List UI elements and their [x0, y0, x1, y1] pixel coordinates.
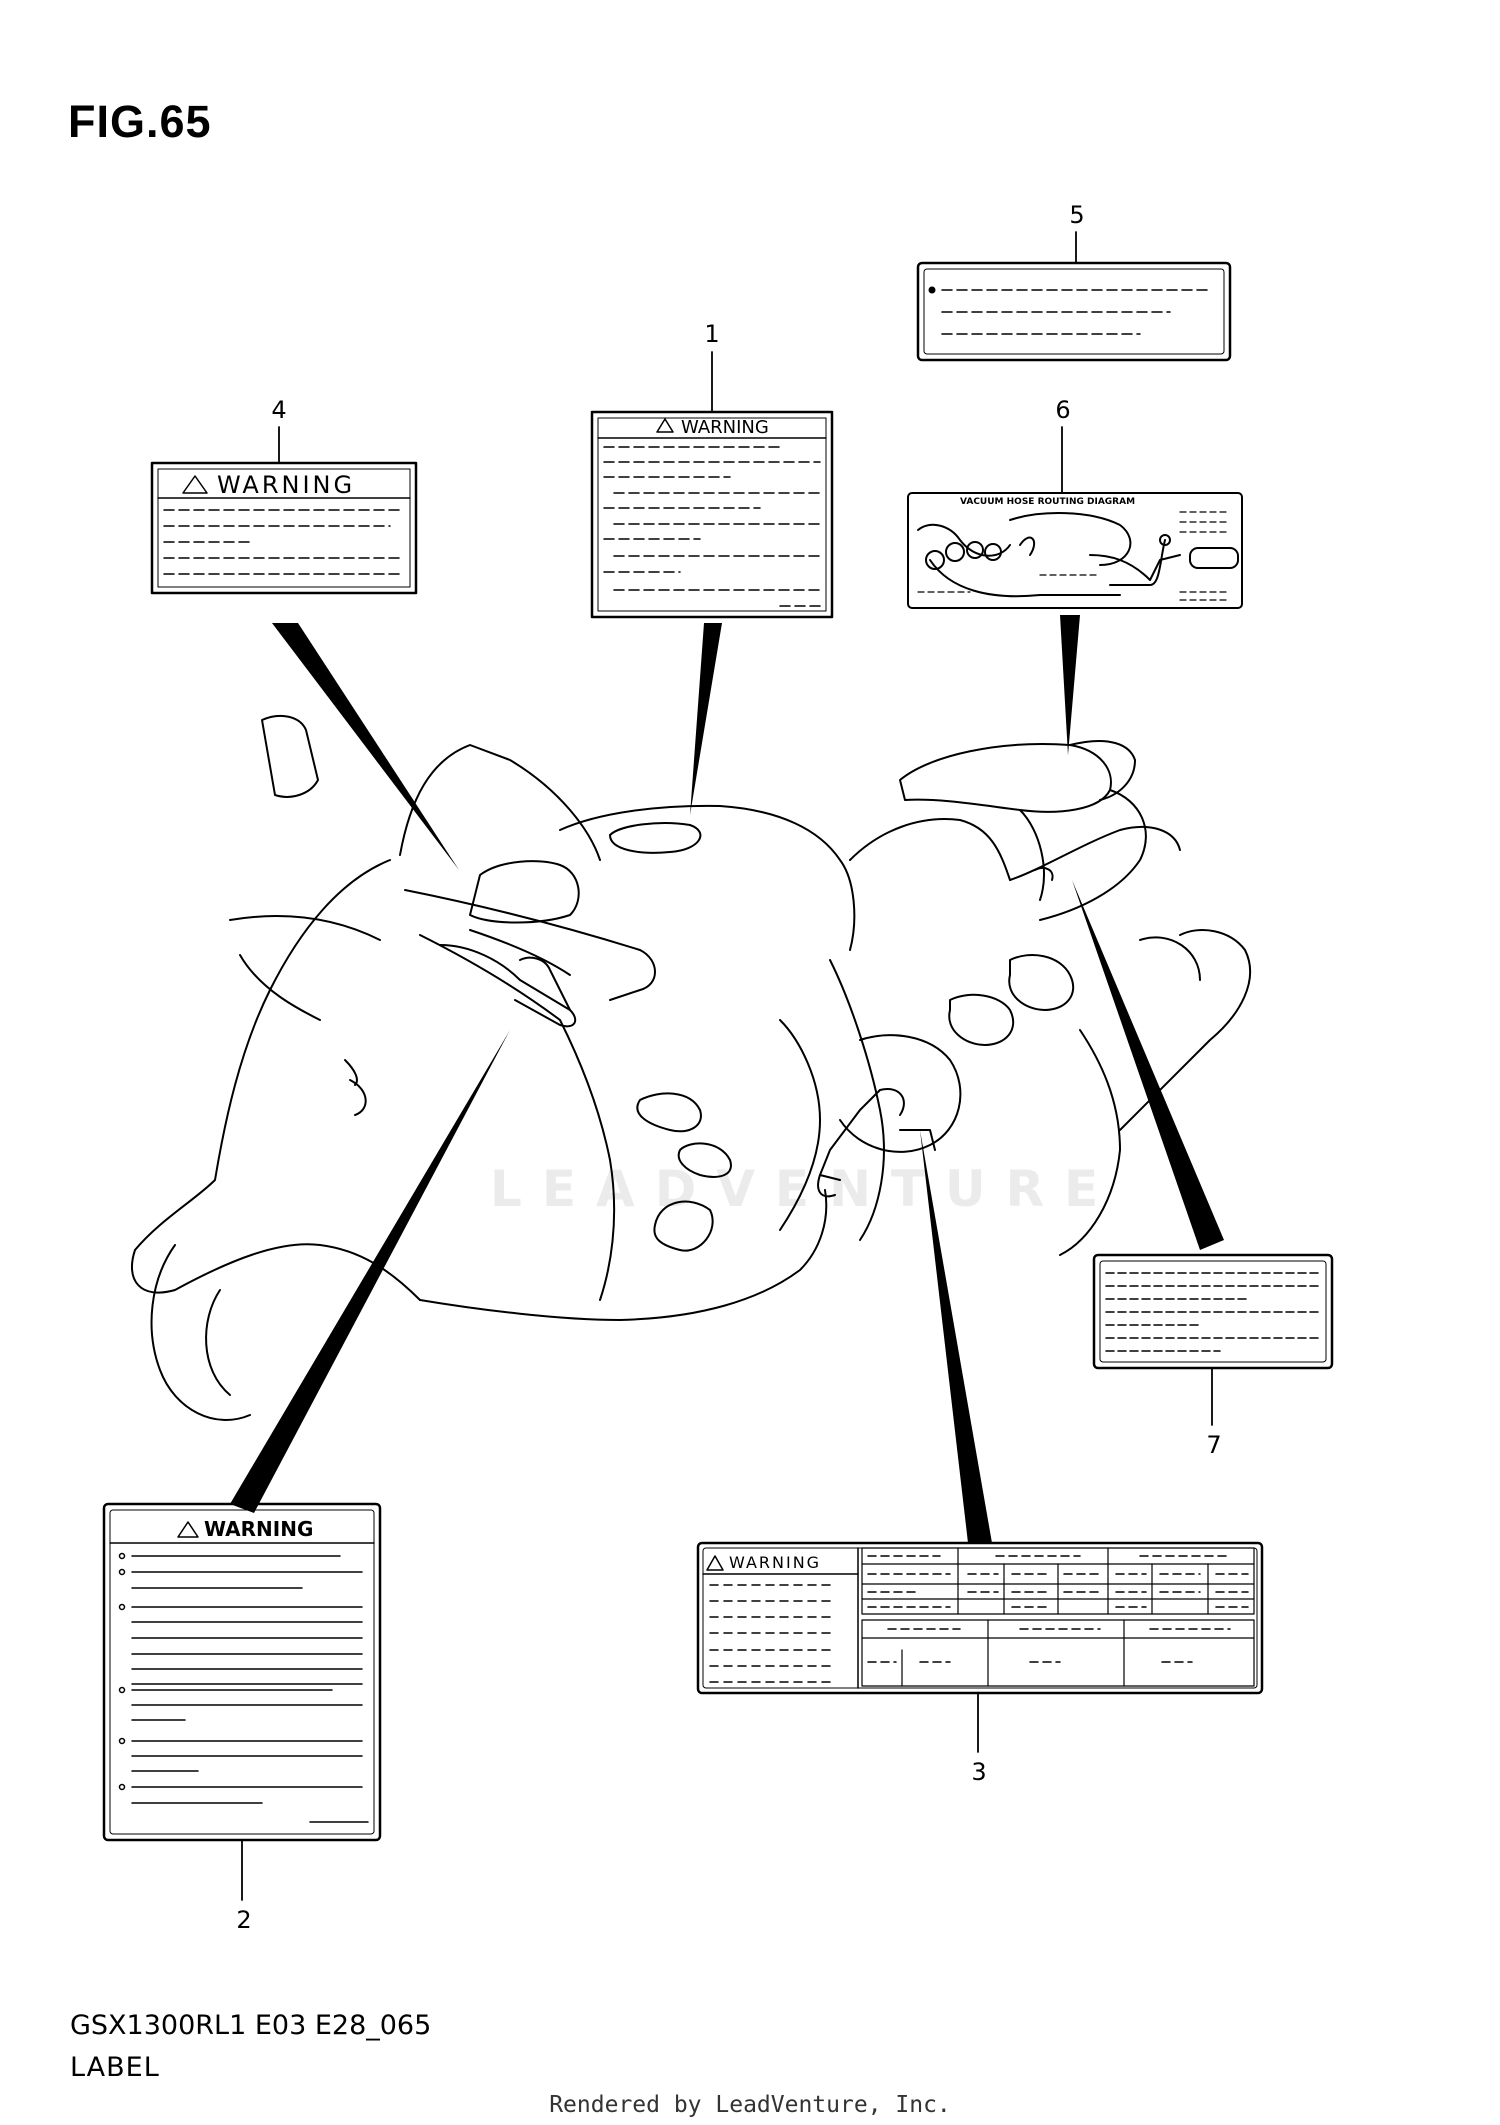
callout-number-1: 1: [704, 320, 719, 348]
section-label: LABEL: [70, 2052, 160, 2083]
leader-3: [920, 1130, 992, 1543]
label-7: [1092, 1253, 1334, 1370]
label-1: [590, 410, 834, 619]
motorcycle-outline: [130, 714, 1251, 1421]
footer-credit: Rendered by LeadVenture, Inc.: [549, 2092, 951, 2118]
leader-7: [1072, 880, 1224, 1250]
callout-number-2: 2: [236, 1906, 251, 1934]
label-4-heading: WARNING: [217, 471, 355, 499]
leader-1: [690, 623, 722, 815]
callout-number-4: 4: [271, 396, 286, 424]
callout-number-7: 7: [1206, 1431, 1221, 1459]
leader-6: [1060, 615, 1080, 755]
label-2-heading: WARNING: [204, 1517, 313, 1541]
label-5: [916, 261, 1232, 362]
leader-4: [272, 623, 459, 870]
leader-pointers: [230, 615, 1224, 1543]
leader-2: [230, 1030, 510, 1513]
label-headings: WARNING WARNING WARNING WARNING VACUUM H…: [204, 417, 1135, 1572]
figure-title: FIG.65: [68, 96, 212, 147]
model-code: GSX1300RL1 E03 E28_065: [70, 2010, 432, 2041]
label-1-heading: WARNING: [681, 417, 769, 438]
label-6-heading: VACUUM HOSE ROUTING DIAGRAM: [960, 497, 1135, 507]
callout-leaders: [241, 231, 1213, 1901]
label-3-heading: WARNING: [729, 1553, 821, 1572]
callout-number-3: 3: [971, 1758, 986, 1786]
label-3: [696, 1541, 1264, 1695]
label-6: [907, 492, 1243, 609]
label-2: [102, 1502, 382, 1842]
callout-numbers: 1 2 3 4 5 6 7: [236, 201, 1221, 1934]
callout-number-6: 6: [1055, 396, 1070, 424]
label-4: [150, 461, 418, 595]
callout-number-5: 5: [1069, 201, 1084, 229]
